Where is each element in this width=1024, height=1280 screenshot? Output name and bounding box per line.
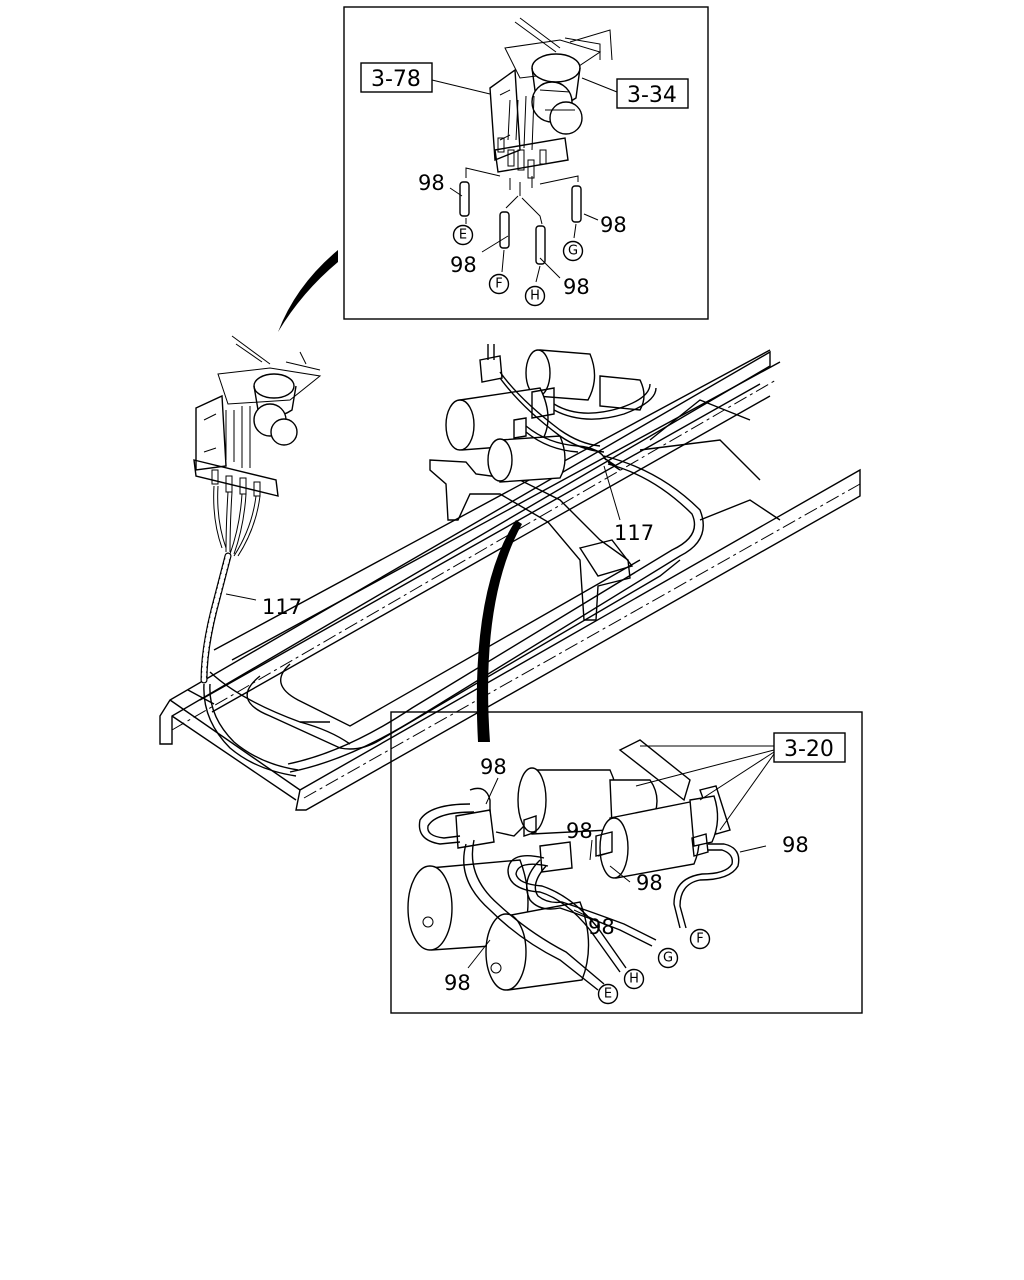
connector-f-label: F [495,277,502,292]
ref-label-3-78: 3-78 [371,67,421,92]
ref-label-3-34: 3-34 [627,83,677,108]
hose-label-117: 117 [262,595,302,619]
cross-member [429,459,634,621]
hose-label-98: 98 [636,871,663,895]
hose-label-98: 98 [566,819,593,843]
hose-label-98: 98 [563,275,590,299]
connector-h-marker [623,968,645,990]
bottom-inset-frame [390,711,863,1014]
bottom-inset: 3-20 98 98 98 98 98 98 E H G F [390,711,863,1014]
connector-f-label: F [696,932,703,947]
main-hose-117-rear [287,455,704,773]
connector-g-label: G [663,951,673,966]
ref-label-3-20: 3-20 [784,737,834,762]
connector-g-label: G [568,244,578,259]
ref-box-3-78 [360,62,433,93]
chassis-frame [159,349,861,811]
valve-assembly-main [193,335,322,557]
hose-label-98: 98 [588,915,615,939]
connector-e-marker [452,224,474,246]
hose-label-117: 117 [614,521,654,545]
main-hose-117-front [200,552,299,777]
connector-h-label: H [629,972,639,987]
rear-air-tanks [445,344,657,483]
connector-g-marker [562,240,584,262]
hose-label-98: 98 [418,171,445,195]
connector-e-label: E [604,987,612,1002]
hose-label-98: 98 [444,971,471,995]
inset-hoses [418,803,740,991]
valve-assembly-detail [489,17,613,196]
connector-h-marker [524,285,546,307]
connector-e-label: E [459,228,467,243]
hose-label-98: 98 [480,755,507,779]
connector-f-marker [488,273,510,295]
ref-box-3-34 [616,78,689,109]
connector-e-marker [597,983,619,1005]
air-tank-group [407,739,731,991]
hose-label-98: 98 [782,833,809,857]
connector-g-marker [657,947,679,969]
top-inset-frame [343,6,709,320]
hose-label-98: 98 [450,253,477,277]
pointer-wedge-top [278,250,338,332]
hose-label-98: 98 [600,213,627,237]
top-inset: 3-78 3-34 98 98 98 98 E F G H [343,6,709,320]
small-hoses [449,167,599,283]
pointer-wedge-bottom [476,520,522,742]
connector-h-label: H [530,289,540,304]
ref-box-3-20 [773,732,846,763]
connector-f-marker [689,928,711,950]
